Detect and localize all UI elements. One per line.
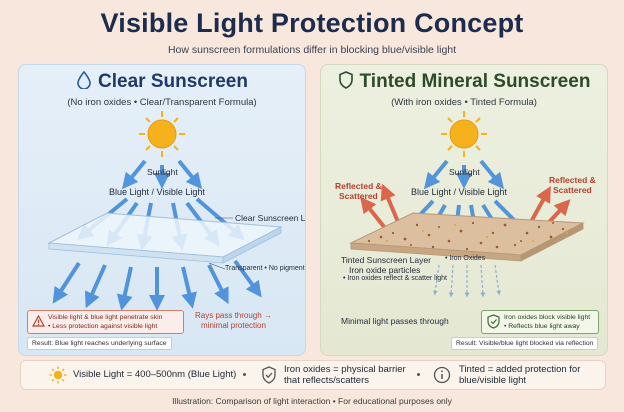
penetrating-rays xyxy=(52,259,262,311)
layer-label: Clear Sunscreen Layer xyxy=(235,213,306,223)
minimal-protection-label: minimal protection xyxy=(201,321,266,330)
minimal-light-rays xyxy=(432,264,502,298)
minimal-light-label: Minimal light passes through xyxy=(341,316,449,326)
reflected-right-label-1: Reflected & xyxy=(549,175,596,185)
iron-oxides-label: • Iron Oxides xyxy=(445,255,486,262)
clear-sunscreen-heading: Clear Sunscreen xyxy=(19,70,305,95)
page-title: Visible Light Protection Concept xyxy=(100,8,524,38)
tinted-layer-label: Tinted Sunscreen Layer xyxy=(341,255,431,265)
droplet-icon xyxy=(76,70,92,95)
blue-light-label: Blue Light / Visible Light xyxy=(109,187,205,197)
reflected-left-label-2: Scattered xyxy=(339,191,378,201)
tinted-result: Result: Visible/blue light blocked via r… xyxy=(451,337,599,350)
tinted-sunscreen-layer xyxy=(349,212,585,262)
transparent-label: Transparent • No pigment xyxy=(225,265,305,272)
shield-check-icon xyxy=(261,366,277,389)
particles-label: Iron oxide particles xyxy=(349,265,421,275)
tinted-definition-1: Tinted = added protection for xyxy=(459,364,581,375)
clear-sunscreen-subheading: (No iron oxides • Clear/Transparent Form… xyxy=(67,97,257,108)
clear-sunscreen-panel: Clear Sunscreen (No iron oxides • Clear/… xyxy=(18,64,306,356)
sun-icon xyxy=(441,111,487,157)
sunlight-label: Sunlight xyxy=(449,167,480,177)
footer-note: Illustration: Comparison of light intera… xyxy=(172,396,452,406)
shield-check-icon xyxy=(487,314,500,331)
clear-panel-illustration xyxy=(47,111,283,311)
visible-light-definition: Visible Light = 400–500nm (Blue Light) xyxy=(73,369,237,380)
blue-light-label: Blue Light / Visible Light xyxy=(411,187,507,197)
page-subtitle: How sunscreen formulations differ in blo… xyxy=(167,44,457,56)
clear-sunscreen-layer xyxy=(47,212,283,264)
sunlight-label: Sunlight xyxy=(147,167,178,177)
iron-oxide-definition-2: that reflects/scatters xyxy=(284,375,370,386)
clear-result: Result: Blue light reaches underlying su… xyxy=(27,337,172,350)
iron-oxide-box: Iron oxides block visible light • Reflec… xyxy=(481,310,599,334)
reflect-scatter-label: • Iron oxides reflect & scatter light xyxy=(343,275,447,282)
sun-icon xyxy=(49,366,67,389)
reflected-left-label-1: Reflected & xyxy=(335,181,382,191)
tinted-sunscreen-heading: Tinted Mineral Sunscreen xyxy=(321,71,607,95)
tinted-definition-2: blue/visible light xyxy=(459,375,527,386)
rays-pass-label: Rays pass through → xyxy=(195,311,272,320)
sun-icon xyxy=(139,111,185,157)
warning-box: Visible light & blue light penetrate ski… xyxy=(27,310,184,334)
shield-icon xyxy=(338,71,354,95)
tinted-sunscreen-subheading: (With iron oxides • Tinted Formula) xyxy=(391,97,537,108)
tinted-panel-illustration xyxy=(349,111,585,298)
iron-oxide-particles xyxy=(367,221,565,251)
summary-bar: Visible Light = 400–500nm (Blue Light) I… xyxy=(20,360,606,390)
warning-icon xyxy=(31,314,46,329)
iron-oxide-definition-1: Iron oxides = physical barrier xyxy=(284,364,406,375)
reflected-right-label-2: Scattered xyxy=(553,185,592,195)
tinted-sunscreen-panel: Tinted Mineral Sunscreen (With iron oxid… xyxy=(320,64,608,356)
info-icon xyxy=(433,366,451,389)
